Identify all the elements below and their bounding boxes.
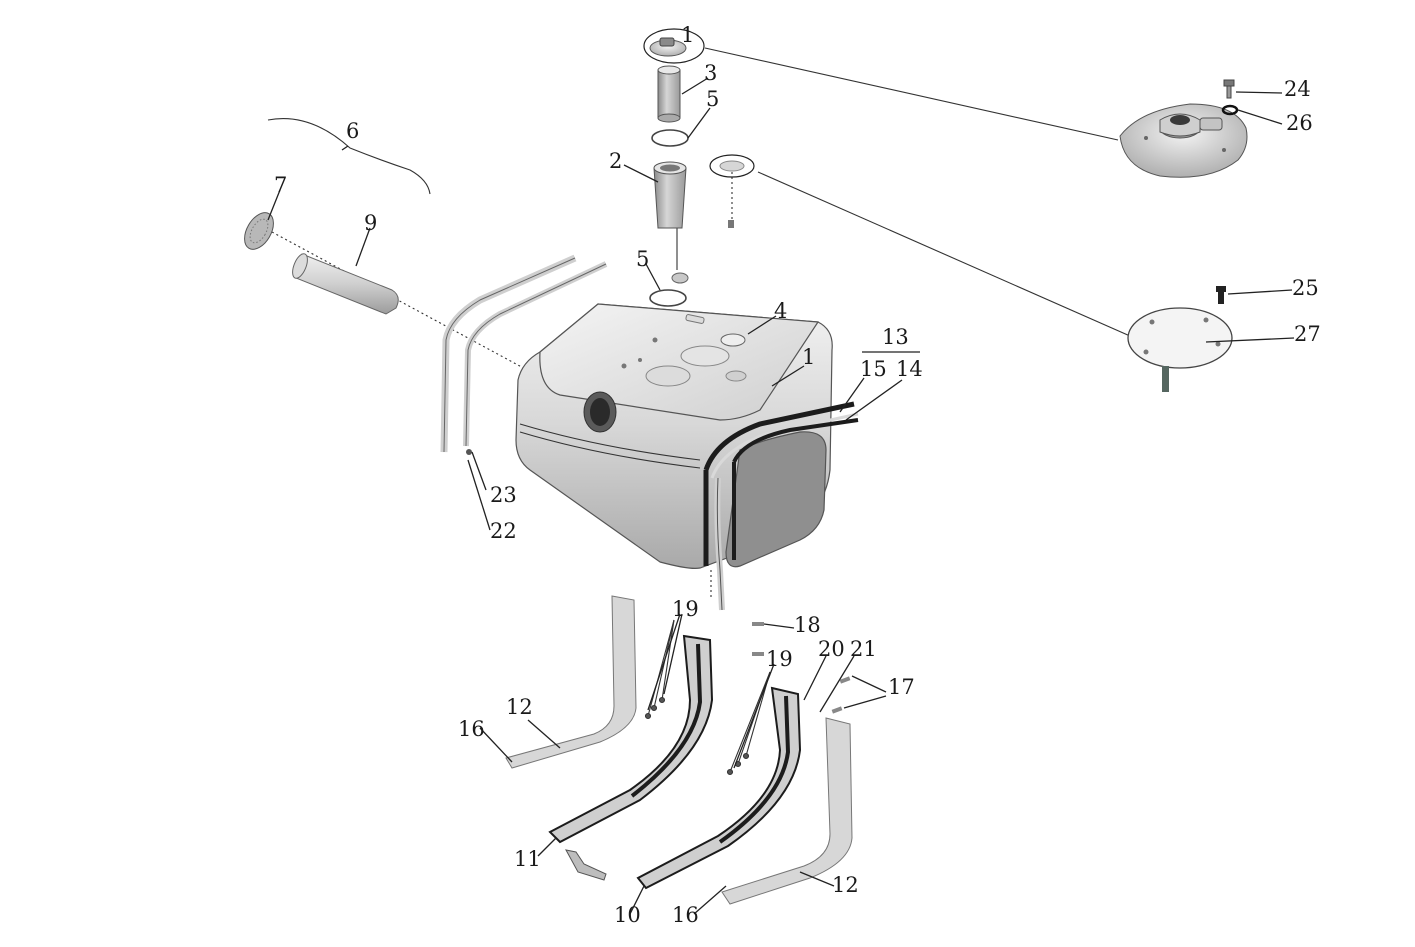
callout-3: 3 — [704, 61, 717, 85]
tank-strap-front — [703, 401, 859, 611]
gasket-upper — [651, 129, 689, 147]
sender-highlight-ring — [709, 154, 755, 178]
bolts-19-left — [644, 619, 675, 720]
support-bracket-10 — [636, 686, 802, 890]
callout-1-tank: 1 — [802, 345, 815, 369]
callout-9: 9 — [364, 211, 377, 235]
leader-plate-detail — [757, 171, 1131, 337]
filler-cap-small — [649, 37, 687, 57]
callout-14: 14 — [896, 357, 923, 381]
leader-cap-detail — [704, 47, 1119, 141]
bolt-25 — [1216, 286, 1226, 304]
filler-tube — [657, 65, 681, 123]
callout-2: 2 — [609, 149, 622, 173]
fuel-tank — [515, 303, 833, 569]
callout-25: 25 — [1292, 276, 1319, 300]
callout-5-lower: 5 — [636, 247, 649, 271]
callout-17: 17 — [888, 675, 915, 699]
gasket-4 — [720, 333, 746, 347]
callout-1-cap: 1 — [681, 23, 694, 47]
callout-11: 11 — [514, 847, 541, 871]
callout-23: 23 — [490, 483, 517, 507]
callout-leaders — [267, 77, 1295, 915]
callout-21: 21 — [850, 637, 877, 661]
callout-10: 10 — [614, 903, 641, 927]
bolts-19-right — [726, 671, 771, 776]
callout-19-left: 19 — [672, 597, 699, 621]
callout-19-right: 19 — [766, 647, 793, 671]
tank-opening-2 — [680, 345, 730, 367]
bolts-17 — [831, 676, 851, 714]
callout-20: 20 — [818, 637, 845, 661]
tank-opening-1 — [645, 365, 691, 387]
callout-27: 27 — [1294, 322, 1321, 346]
sender-plate-detail — [1127, 307, 1233, 392]
filler-neck-tube — [653, 161, 687, 229]
sender-wire — [267, 118, 431, 195]
callout-22: 22 — [490, 519, 517, 543]
callout-4: 4 — [774, 299, 787, 323]
callout-6: 6 — [346, 119, 359, 143]
callout-16-left: 16 — [458, 717, 485, 741]
callout-24: 24 — [1284, 77, 1311, 101]
sender-bolt-small — [728, 220, 734, 228]
callout-15: 15 — [860, 357, 887, 381]
callout-5-upper: 5 — [706, 87, 719, 111]
support-plate-left — [505, 595, 637, 769]
support-plate-right — [721, 717, 853, 905]
cap-highlight-ring — [643, 28, 705, 64]
callout-18: 18 — [794, 613, 821, 637]
callout-12-right: 12 — [832, 873, 859, 897]
filter-cap — [244, 212, 274, 250]
small-pin — [685, 314, 705, 324]
washer-26 — [1221, 104, 1239, 116]
callout-16-right: 16 — [672, 903, 699, 927]
callout-12-left: 12 — [506, 695, 533, 719]
support-bracket-11 — [548, 634, 714, 881]
bolt-24 — [1223, 79, 1235, 99]
cap-housing-detail — [1119, 103, 1248, 178]
gasket-lower — [649, 289, 687, 307]
filter-cylinder — [292, 253, 399, 315]
callout-13: 13 — [882, 325, 909, 349]
tank-opening-3 — [725, 370, 747, 382]
filler-plug — [671, 272, 689, 284]
tank-strap-rear — [440, 254, 608, 455]
callout-7: 7 — [274, 173, 287, 197]
callout-26: 26 — [1286, 111, 1313, 135]
bolts-18 — [752, 622, 764, 656]
